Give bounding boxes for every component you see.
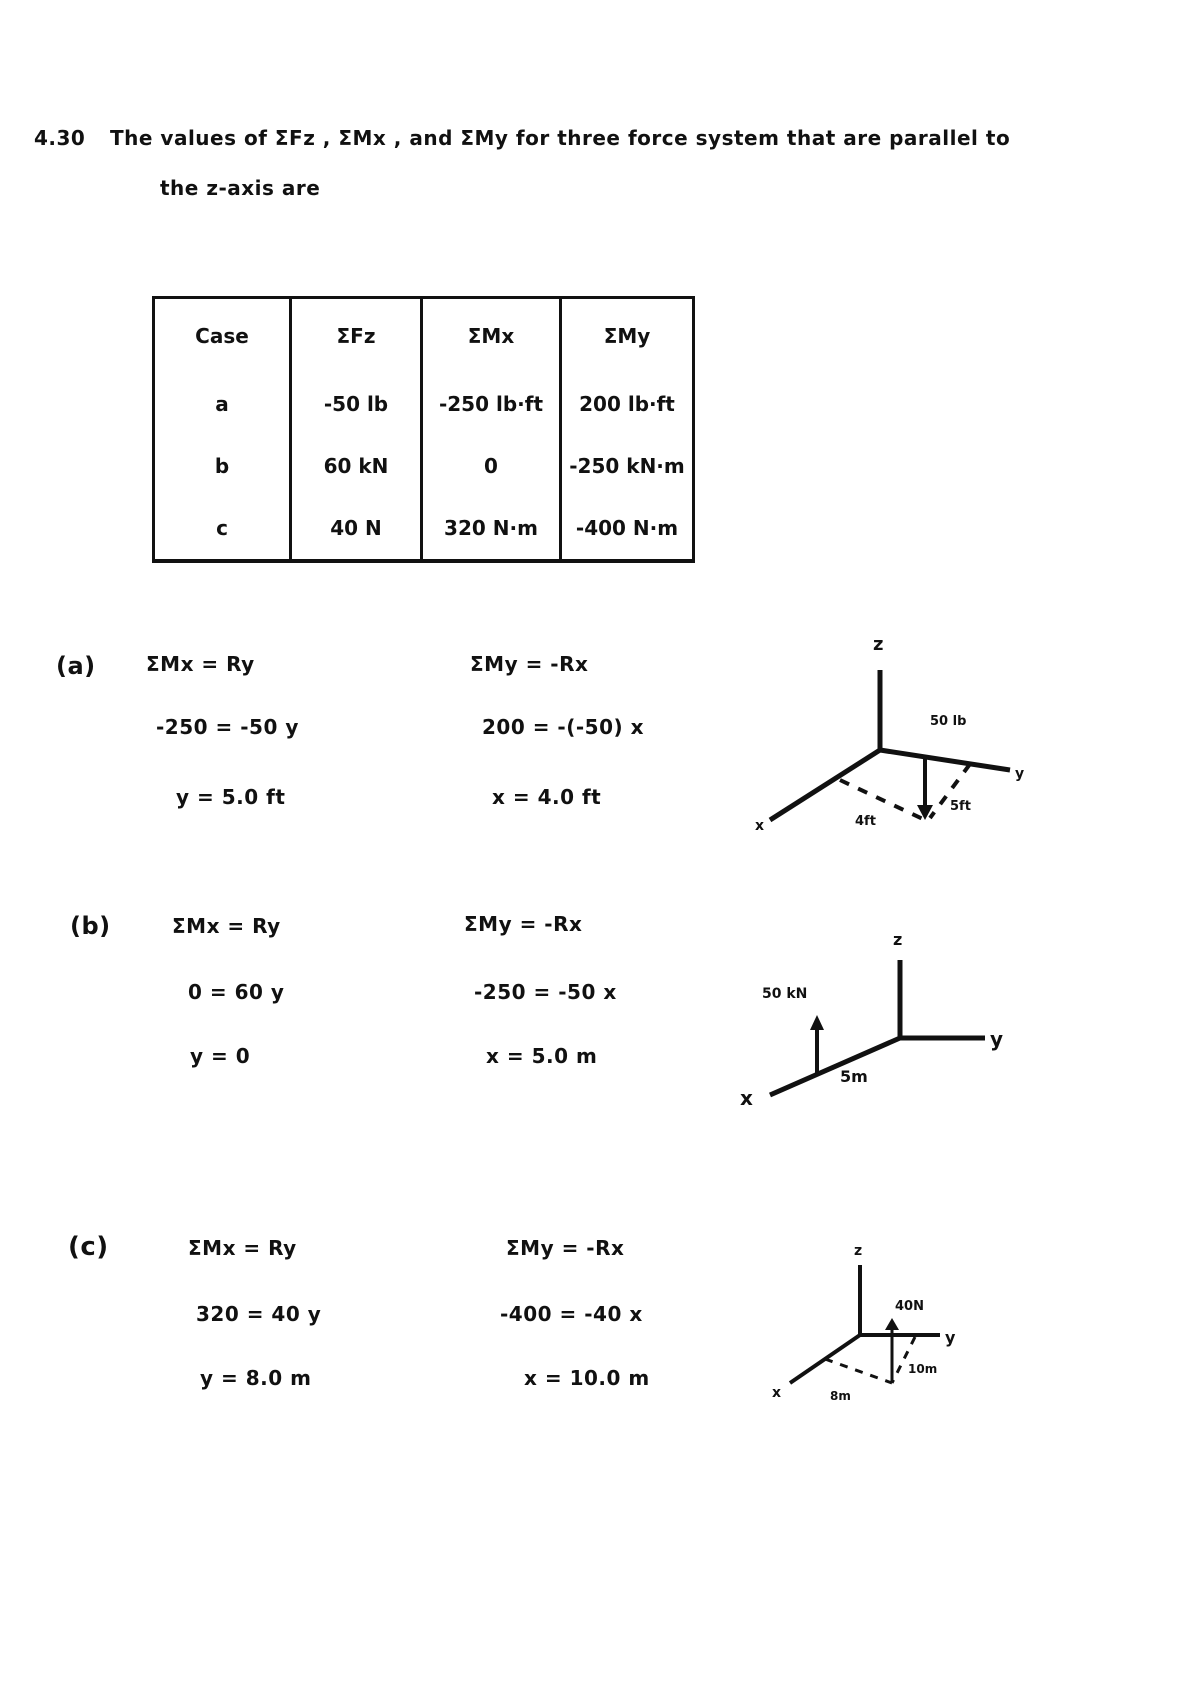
y-axis-label: y — [1015, 766, 1024, 782]
x-axis-label: x — [740, 1086, 753, 1110]
part-a-axes-diagram: z y x 50 lb 4ft 5ft — [755, 634, 1024, 834]
part-c-left-eq1: ΣMx = Ry — [188, 1236, 297, 1260]
cell-case: c — [152, 497, 292, 561]
part-a-left-eq3: y = 5.0 ft — [176, 785, 286, 809]
x-axis-label: x — [755, 818, 764, 834]
part-a-label: (a) — [56, 652, 96, 680]
part-c-right-eq2: -400 = -40 x — [500, 1302, 643, 1326]
dim-x-label: 8m — [830, 1389, 851, 1403]
cell-my: -250 kN·m — [559, 435, 695, 497]
force-label: 40N — [895, 1299, 924, 1314]
part-a-right-eq2: 200 = -(-50) x — [482, 715, 645, 739]
part-b-axes-diagram: z y x 50 kN 5m — [740, 930, 1003, 1110]
z-axis-label: z — [854, 1243, 862, 1259]
cell-fz: 40 N — [289, 497, 423, 561]
part-b-left-eq1: ΣMx = Ry — [172, 914, 281, 938]
dim-y-label: 5ft — [950, 799, 971, 814]
part-c-right-eq3: x = 10.0 m — [524, 1366, 650, 1390]
part-b-label: (b) — [70, 912, 111, 940]
dim-y-label: 10m — [908, 1362, 937, 1376]
part-a-left-eq1: ΣMx = Ry — [146, 652, 255, 676]
dim-x-label: 4ft — [855, 814, 876, 829]
cell-my: 200 lb·ft — [559, 373, 695, 435]
part-c-left-eq2: 320 = 40 y — [196, 1302, 322, 1326]
cell-my: -400 N·m — [559, 497, 695, 561]
force-label: 50 kN — [762, 986, 807, 1002]
problem-statement-line2: the z-axis are — [160, 176, 321, 200]
part-c-right-eq1: ΣMy = -Rx — [506, 1236, 625, 1260]
y-axis-label: y — [990, 1027, 1003, 1051]
table-row: b 60 kN 0 -250 kN·m — [152, 435, 695, 497]
header-sum-fz: ΣFz — [289, 297, 423, 373]
z-axis-label: z — [893, 930, 902, 949]
part-b-right-eq3: x = 5.0 m — [486, 1044, 598, 1068]
part-a-right-eq1: ΣMy = -Rx — [470, 652, 589, 676]
problem-statement-line1: The values of ΣFz , ΣMx , and ΣMy for th… — [110, 126, 1011, 150]
part-b-left-eq2: 0 = 60 y — [188, 980, 285, 1004]
part-c-label: (c) — [68, 1232, 109, 1262]
header-sum-my: ΣMy — [559, 297, 695, 373]
table-row: c 40 N 320 N·m -400 N·m — [152, 497, 695, 561]
problem-number: 4.30 — [34, 126, 86, 150]
cell-fz: 60 kN — [289, 435, 423, 497]
values-table: Case ΣFz ΣMx ΣMy a -50 lb -250 lb·ft 200… — [152, 296, 695, 563]
z-axis-label: z — [873, 634, 883, 655]
part-b-right-eq2: -250 = -50 x — [474, 980, 617, 1004]
y-axis-label: y — [945, 1328, 956, 1347]
table-row: a -50 lb -250 lb·ft 200 lb·ft — [152, 373, 695, 435]
dim-x-label: 5m — [840, 1067, 868, 1086]
cell-mx: 320 N·m — [420, 497, 562, 561]
table-header-row: Case ΣFz ΣMx ΣMy — [152, 297, 695, 373]
part-b-left-eq3: y = 0 — [190, 1044, 251, 1068]
part-c-axes-diagram: z y x 40N 8m 10m — [772, 1243, 956, 1403]
part-b-right-eq1: ΣMy = -Rx — [464, 912, 583, 936]
cell-case: a — [152, 373, 292, 435]
part-c-left-eq3: y = 8.0 m — [200, 1366, 312, 1390]
part-a-left-eq2: -250 = -50 y — [156, 715, 299, 739]
force-label: 50 lb — [930, 714, 966, 729]
cell-mx: -250 lb·ft — [420, 373, 562, 435]
cell-case: b — [152, 435, 292, 497]
header-case: Case — [152, 297, 292, 373]
part-a-right-eq3: x = 4.0 ft — [492, 785, 602, 809]
header-sum-mx: ΣMx — [420, 297, 562, 373]
cell-fz: -50 lb — [289, 373, 423, 435]
cell-mx: 0 — [420, 435, 562, 497]
x-axis-label: x — [772, 1385, 781, 1401]
